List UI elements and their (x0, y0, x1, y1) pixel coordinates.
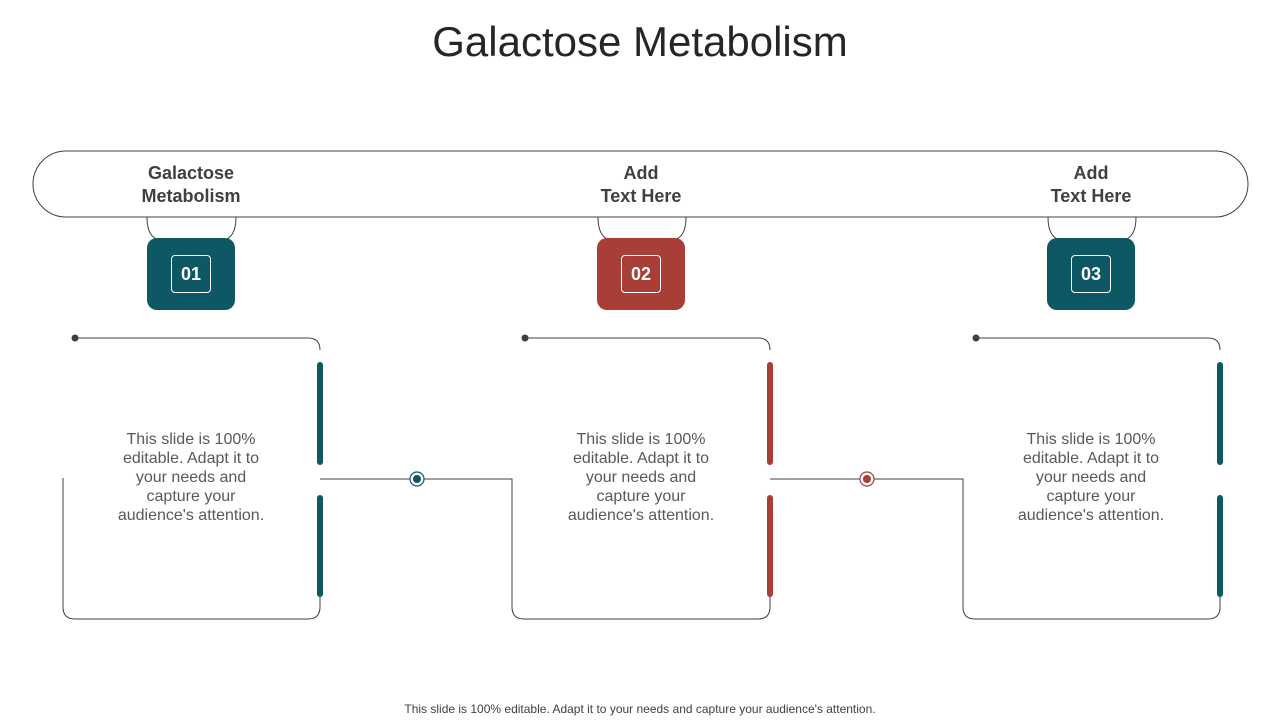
step-text-1: This slide is 100% editable. Adapt it to… (117, 431, 265, 524)
step-number-1: 01 (171, 255, 211, 293)
step-frame-1 (62, 337, 771, 620)
frame-dot-3 (972, 334, 980, 342)
step-frame-2 (525, 337, 1221, 620)
frame-dot-2 (521, 334, 529, 342)
footer-note: This slide is 100% editable. Adapt it to… (404, 702, 876, 716)
step-number-box-3: 03 (1047, 238, 1135, 310)
step-number-2: 02 (621, 255, 661, 293)
connector-arc-3 (1047, 216, 1137, 241)
frame-dot-1 (71, 334, 79, 342)
step-number-3: 03 (1071, 255, 1111, 293)
connector-arc-2 (597, 216, 687, 241)
connector-arc-1 (146, 216, 237, 241)
step-header-3: Add Text Here (1050, 163, 1132, 206)
step-header-1: Galactose Metabolism (141, 163, 241, 206)
page-title: Galactose Metabolism (432, 18, 848, 65)
step-number-box-1: 01 (147, 238, 235, 310)
step-text-2: This slide is 100% editable. Adapt it to… (567, 431, 715, 524)
step-number-box-2: 02 (597, 238, 685, 310)
connector-node-1 (409, 471, 425, 487)
step-frame-3 (976, 337, 1221, 351)
connector-node-2 (859, 471, 875, 487)
step-header-2: Add Text Here (600, 163, 682, 206)
step-text-3: This slide is 100% editable. Adapt it to… (1017, 431, 1165, 524)
header-band (32, 150, 1249, 218)
